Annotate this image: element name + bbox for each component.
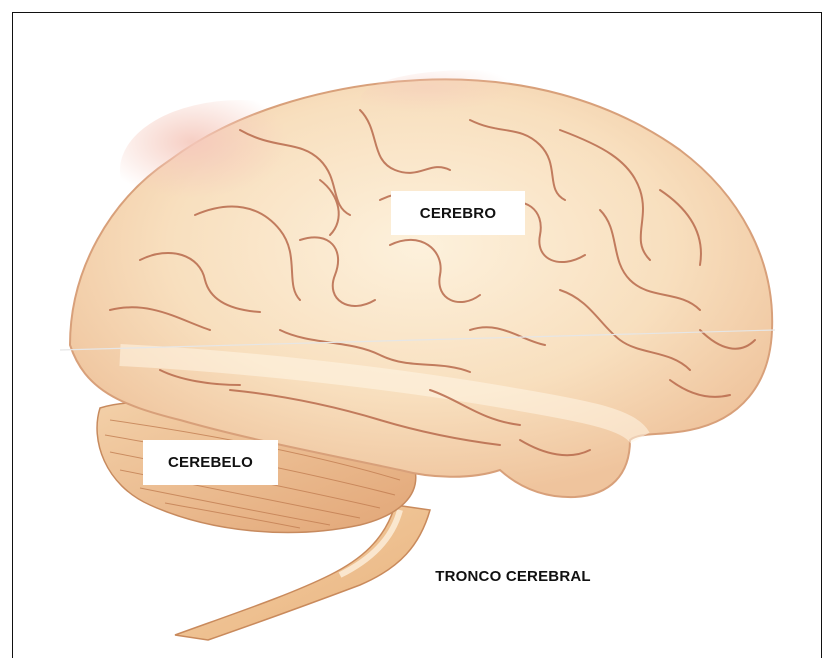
label-cerebelo: CEREBELO: [143, 440, 278, 485]
label-tronco-cerebral: TRONCO CEREBRAL: [408, 563, 618, 589]
label-cerebro: CEREBRO: [391, 191, 525, 235]
